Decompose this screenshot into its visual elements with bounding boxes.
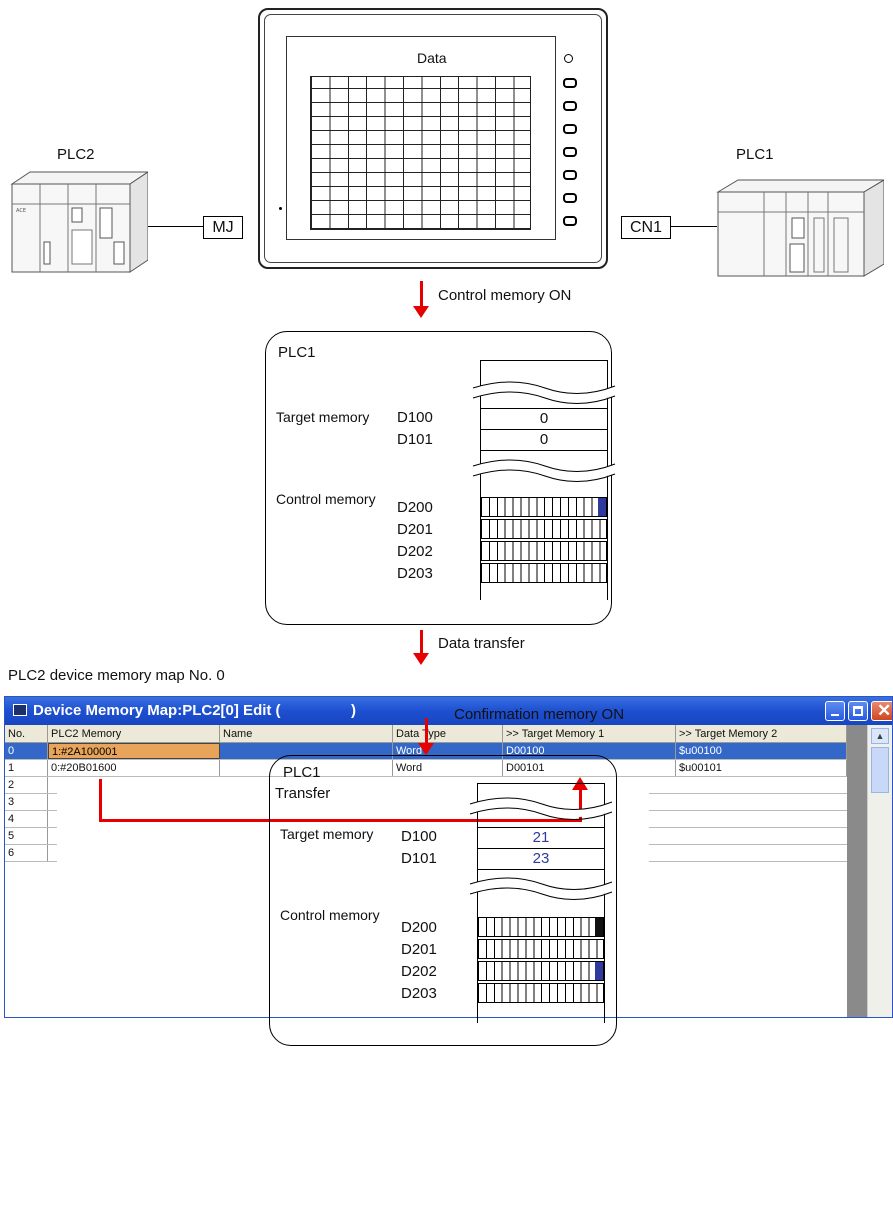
target-memory-1-cell[interactable]: D00100 xyxy=(503,743,676,759)
d101-value: 0 xyxy=(480,429,608,451)
col-no[interactable]: No. xyxy=(5,725,48,742)
col-target-memory-2[interactable]: >> Target Memory 2 xyxy=(676,725,847,742)
plc1-device-icon xyxy=(716,179,884,277)
plc2-memory-cell[interactable]: 1:#2A100001 xyxy=(48,743,220,759)
plc2-memory-cell[interactable]: 0:#20B01600 xyxy=(48,760,220,776)
scroll-thumb[interactable] xyxy=(871,747,889,793)
row-no: 3 xyxy=(5,794,48,810)
name-cell[interactable] xyxy=(220,760,393,776)
plc1-label: PLC1 xyxy=(736,146,774,163)
target-memory-2-cell[interactable]: $u00101 xyxy=(676,760,847,776)
data-type-cell[interactable]: Word xyxy=(393,743,503,759)
hmi-data-grid xyxy=(310,76,531,230)
target-memory-label: Target memory xyxy=(280,826,374,842)
d201-label: D201 xyxy=(397,521,433,538)
control-bits xyxy=(477,917,605,1003)
control-bits xyxy=(480,497,608,583)
plc1-memory-panel-before: PLC1 Target memory D100 D101 0 0 Control… xyxy=(265,331,616,625)
d101-label: D101 xyxy=(397,431,433,448)
target-memory-1-cell[interactable]: D00101 xyxy=(503,760,676,776)
d203-label: D203 xyxy=(397,565,433,582)
col-target-memory-1[interactable]: >> Target Memory 1 xyxy=(503,725,676,742)
row-no: 1 xyxy=(5,760,48,776)
window-title: Device Memory Map:PLC2[0] Edit ( xyxy=(33,702,281,719)
d100-value: 0 xyxy=(480,408,608,430)
memory-column xyxy=(477,783,605,1023)
map-caption: PLC2 device memory map No. 0 xyxy=(8,667,225,684)
panel-title: PLC1 xyxy=(278,344,316,361)
title-bar[interactable]: Device Memory Map:PLC2[0] Edit ( ) ✕ xyxy=(5,697,892,725)
row-no: 2 xyxy=(5,777,48,793)
device-memory-map-window[interactable]: Device Memory Map:PLC2[0] Edit ( ) ✕ No.… xyxy=(4,696,893,1018)
grid-empty-area xyxy=(847,725,867,1017)
transfer-label: Transfer xyxy=(275,785,331,802)
d101-label: D101 xyxy=(401,850,437,867)
d100-label: D100 xyxy=(397,409,433,426)
d202-label: D202 xyxy=(397,543,433,560)
data-type-cell[interactable]: Word xyxy=(393,760,503,776)
minimize-button[interactable] xyxy=(825,701,845,721)
hmi-data-title: Data xyxy=(417,50,447,66)
d200-bit0-on xyxy=(595,918,603,936)
scroll-up-icon[interactable]: ▲ xyxy=(871,728,889,744)
close-icon: ✕ xyxy=(877,701,892,720)
power-led-icon xyxy=(564,54,573,63)
d203-label: D203 xyxy=(401,985,437,1002)
table-row[interactable]: 1 0:#20B01600 Word D00101 $u00101 xyxy=(5,760,847,777)
hmi-device: Data xyxy=(258,8,608,269)
target-memory-2-cell[interactable]: $u00100 xyxy=(676,743,847,759)
row-no: 4 xyxy=(5,811,48,827)
col-data-type[interactable]: Data Type xyxy=(393,725,503,742)
d200-label: D200 xyxy=(401,919,437,936)
close-button[interactable]: ✕ xyxy=(871,701,892,721)
d202-bit0-on xyxy=(595,962,603,980)
row-no: 5 xyxy=(5,828,48,844)
d202-label: D202 xyxy=(401,963,437,980)
d100-value: 21 xyxy=(477,827,605,849)
target-memory-label: Target memory xyxy=(276,409,370,425)
row-no: 0 xyxy=(5,743,48,759)
d201-label: D201 xyxy=(401,941,437,958)
col-name[interactable]: Name xyxy=(220,725,393,742)
control-memory-label: Control memory xyxy=(276,491,376,507)
row-no: 6 xyxy=(5,845,48,861)
col-plc2-memory[interactable]: PLC2 Memory xyxy=(48,725,220,742)
name-cell[interactable] xyxy=(220,743,393,759)
break-mark-bottom xyxy=(472,459,616,483)
vertical-scrollbar[interactable]: ▲ xyxy=(867,725,892,1017)
control-memory-label: Control memory xyxy=(280,907,380,923)
data-transfer-label: Data transfer xyxy=(438,635,525,652)
memory-column xyxy=(480,360,608,600)
empty-cell[interactable] xyxy=(650,777,847,793)
control-memory-on-label: Control memory ON xyxy=(438,287,572,304)
window-title-close-paren: ) xyxy=(351,702,356,719)
break-mark-bottom xyxy=(469,877,613,901)
break-mark-top xyxy=(472,381,616,405)
break-mark-top xyxy=(469,797,613,821)
d100-label: D100 xyxy=(401,828,437,845)
d101-value: 23 xyxy=(477,848,605,870)
plc1-memory-panel-after: PLC1 Target memory D100 D101 21 23 Contr… xyxy=(269,755,617,1046)
d200-bit0-on xyxy=(598,498,606,516)
mj-port-label: MJ xyxy=(203,216,243,239)
plc2-label: PLC2 xyxy=(57,146,95,163)
svg-text:ACE: ACE xyxy=(16,208,26,214)
panel-title: PLC1 xyxy=(283,764,321,781)
cn1-port-label: CN1 xyxy=(621,216,671,239)
maximize-button[interactable] xyxy=(848,701,868,721)
d200-label: D200 xyxy=(397,499,433,516)
plc2-device-icon: ACE xyxy=(10,171,148,273)
confirmation-memory-on-label: Confirmation memory ON xyxy=(454,706,625,723)
window-icon xyxy=(13,704,27,716)
